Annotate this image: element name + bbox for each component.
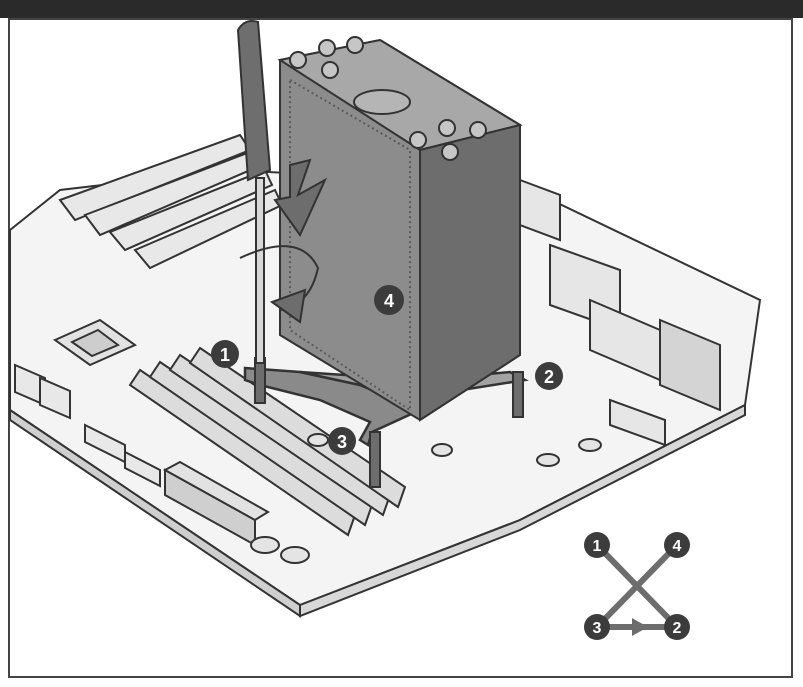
- svg-text:2: 2: [544, 367, 554, 387]
- ram-slots-front: [128, 346, 407, 537]
- rotation-arrow: [239, 245, 320, 324]
- screw-badge-2: 2: [535, 362, 563, 390]
- heatsink-tower: [277, 38, 523, 422]
- svg-text:2: 2: [673, 620, 682, 637]
- tightening-sequence-diagram: 1 4 3 2: [584, 532, 690, 640]
- screw-badge-4: 4: [374, 285, 404, 315]
- screw-badge-1: 1: [211, 340, 239, 368]
- sequence-node-2: 2: [664, 614, 690, 640]
- sequence-node-1: 1: [584, 532, 610, 558]
- svg-text:4: 4: [673, 538, 682, 555]
- capacitors: [250, 433, 602, 564]
- svg-text:4: 4: [384, 291, 394, 311]
- svg-text:1: 1: [220, 345, 230, 365]
- top-bar: [0, 0, 803, 18]
- svg-text:3: 3: [337, 432, 347, 452]
- screwdriver: [236, 20, 272, 364]
- logo-plate: [353, 89, 411, 115]
- front-io-blocks: [14, 363, 161, 488]
- push-down-arrow: [273, 158, 328, 237]
- svg-text:1: 1: [593, 538, 602, 555]
- screw-badge-3: 3: [328, 427, 356, 455]
- chipset: [52, 318, 138, 367]
- rear-io: [519, 178, 721, 447]
- sequence-node-4: 4: [664, 532, 690, 558]
- ram-slots-rear: [58, 133, 284, 270]
- heatpipe-caps: [289, 36, 487, 161]
- sequence-node-3: 3: [584, 614, 610, 640]
- svg-text:3: 3: [593, 620, 602, 637]
